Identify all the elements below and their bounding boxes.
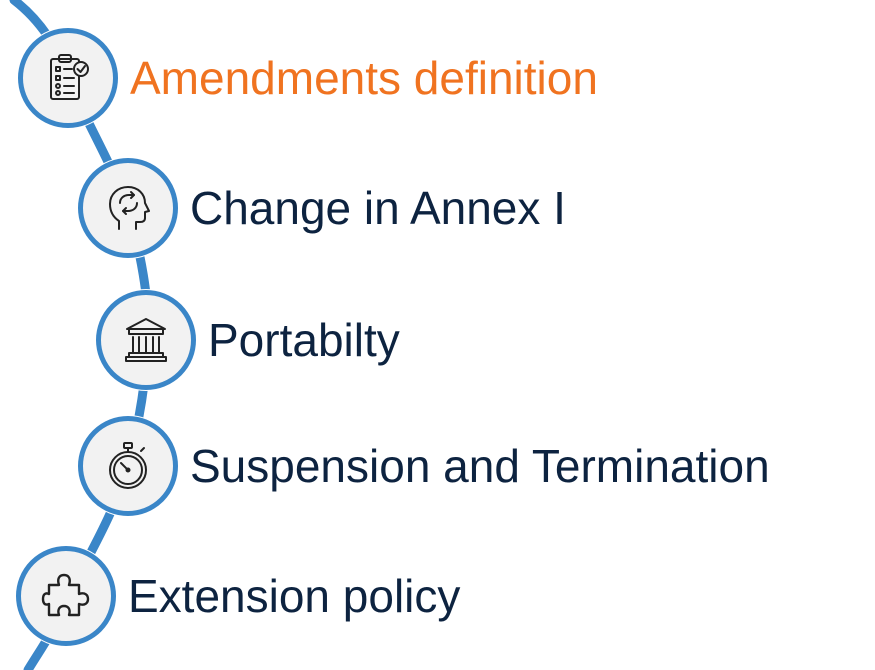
step-label: Portabilty: [208, 314, 400, 366]
step-amendments-definition: Amendments definition: [18, 28, 598, 128]
step-extension-policy: Extension policy: [16, 546, 460, 646]
step-icon-circle: [16, 546, 116, 646]
head-exchange-icon: [109, 186, 150, 230]
step-icon-circle: [96, 290, 196, 390]
step-icon-circle: [78, 416, 178, 516]
clipboard-checklist-icon: [50, 54, 89, 100]
step-suspension-termination: Suspension and Termination: [78, 416, 770, 516]
step-icon-circle: [18, 28, 118, 128]
step-change-in-annex: Change in Annex I: [78, 158, 566, 258]
step-label: Suspension and Termination: [190, 440, 770, 492]
stopwatch-icon: [109, 442, 147, 489]
step-label: Extension policy: [128, 570, 461, 622]
step-label: Amendments definition: [130, 52, 598, 104]
puzzle-piece-icon: [41, 573, 90, 617]
step-icon-circle: [78, 158, 178, 258]
bank-building-icon: [125, 318, 167, 362]
step-portability: Portabilty: [96, 290, 400, 390]
step-label: Change in Annex I: [190, 182, 566, 234]
